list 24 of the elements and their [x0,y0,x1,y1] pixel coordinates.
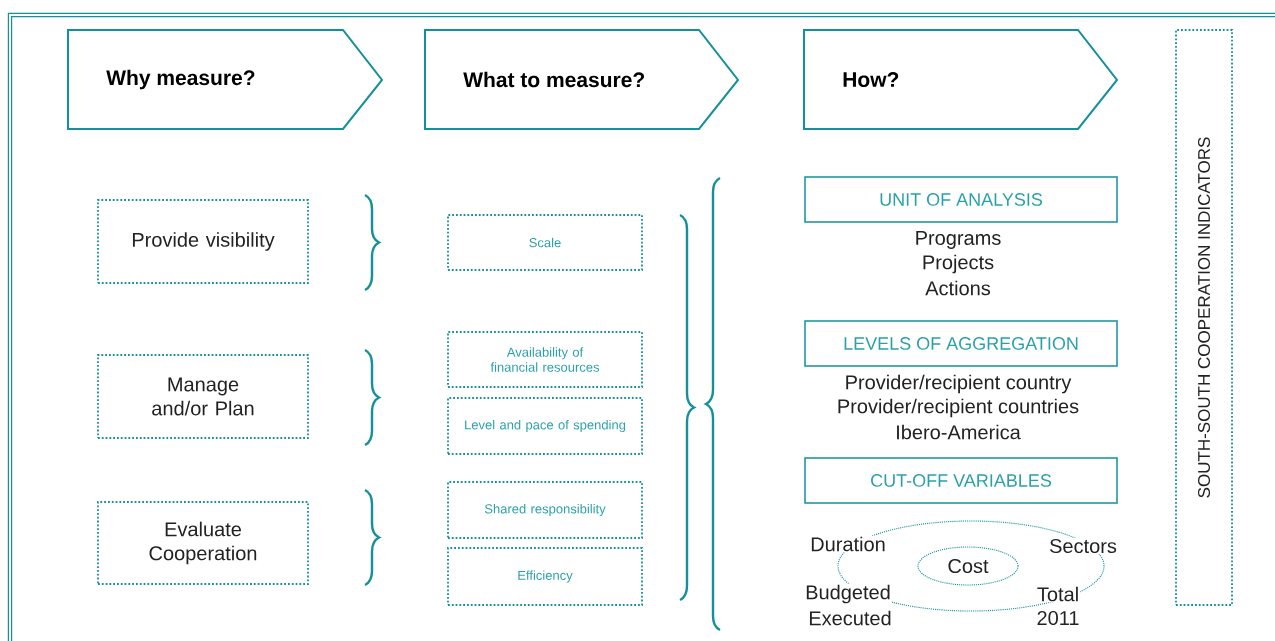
item-text: Programs [916,231,1001,249]
variable-text: Budgeted [804,583,892,605]
dimension-box: Level and pace of spending [447,397,643,455]
category-box: CUT-OFF VARIABLES [804,457,1118,504]
variable-text: Executed [807,609,893,627]
variable-text: Sectors [1048,537,1118,555]
dimension-box: Shared responsibility [447,481,643,539]
dimension-box: Scale [447,214,643,271]
purpose-box: Evaluate Cooperation [97,501,309,585]
item-text: Projects [923,254,994,274]
item-text: Actions [925,280,991,296]
variable-text: 2011 [1035,609,1081,627]
vertical-label-box: SOUTH-SOUTH COOPERATION INDICATORS [1175,29,1233,606]
purpose-box: Provide visibility [97,199,309,284]
category-box: UNIT OF ANALYSIS [804,176,1118,223]
dimension-box: Availability of financial resources [447,331,643,388]
variable-text: Duration [809,535,887,553]
item-text: Provider/recipient countries [838,398,1079,418]
variable-text: Total [1035,585,1081,603]
item-text: Ibero-America [897,424,1021,440]
category-box: LEVELS OF AGGREGATION [804,320,1118,367]
purpose-box: Manage and/or Plan [97,354,309,439]
dimension-box: Efficiency [447,547,643,606]
item-text: Provider/recipient country [846,374,1072,394]
